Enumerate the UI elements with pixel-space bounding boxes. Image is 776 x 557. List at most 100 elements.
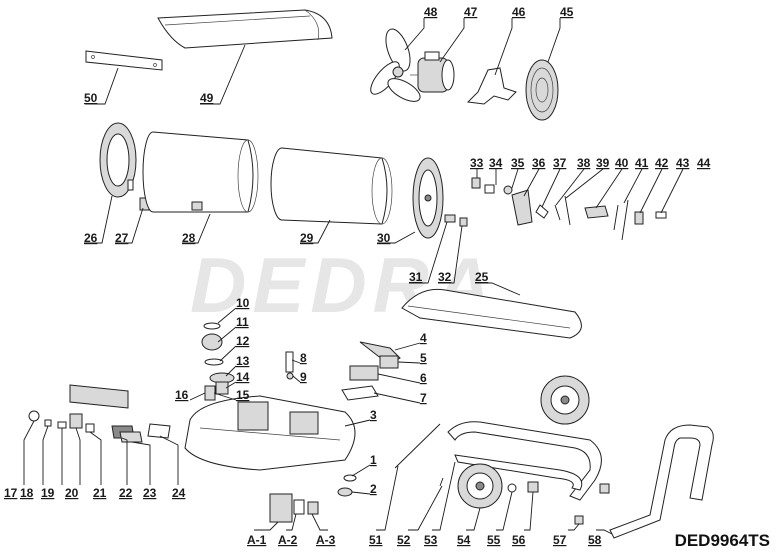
label-39: 39 [596,156,610,170]
part-6 [349,365,379,381]
foot-part [574,515,584,525]
label-25: 25 [475,270,489,284]
part-number-labels: 50 49 48 47 46 45 26 27 28 29 30 31 32 2… [4,5,711,547]
label-46: 46 [512,5,526,19]
part-36 [511,189,533,226]
label-4: 4 [420,331,427,345]
label-11: 11 [236,315,249,329]
label-17: 17 [4,486,18,500]
label-20: 20 [65,486,79,500]
part-33 [471,177,481,189]
part-39 [564,195,571,226]
label-6: 6 [420,371,427,385]
rear-panel-part [99,122,137,198]
label-47: 47 [464,5,478,19]
label-3: 3 [370,408,377,422]
label-40: 40 [615,156,629,170]
label-50: 50 [84,91,98,105]
label-22: 22 [119,486,133,500]
part-16 [204,385,216,401]
part-23 [119,431,143,443]
label-23: 23 [143,486,157,500]
drain-plug-part [337,487,353,497]
label-5: 5 [420,351,427,365]
label-45: 45 [560,5,574,19]
label-13: 13 [236,354,250,368]
part-40 [584,205,609,219]
part-18 [44,419,52,427]
part-38 [554,204,561,221]
filter-part [215,381,229,395]
label-32: 32 [438,270,452,284]
frame-lower-part [454,454,583,491]
pin-part [439,477,444,487]
label-53: 53 [424,533,438,547]
label-43: 43 [676,156,690,170]
cap-nut-part [527,481,539,493]
label-57: 57 [553,533,567,547]
label-41: 41 [635,156,649,170]
label-56: 56 [512,533,526,547]
part-9 [286,372,294,380]
label-27: 27 [115,231,129,245]
part-21 [85,423,95,433]
label-44: 44 [697,156,711,170]
outer-shell-left-part [142,131,259,213]
nozzle-part [444,214,456,223]
label-42: 42 [655,156,669,170]
label-34: 34 [489,156,503,170]
frame-part [447,421,602,501]
fuel-tank-part [184,395,356,471]
label-a3: A-3 [316,533,336,547]
washer-part [507,483,517,493]
label-54: 54 [457,533,471,547]
nozzle-nut-part [459,217,468,227]
label-9: 9 [300,370,307,384]
top-cover-part [157,9,333,49]
label-49: 49 [200,91,214,105]
fan-blade-part [370,28,421,102]
label-14: 14 [236,370,250,384]
label-16: 16 [175,388,189,402]
outer-shell-right-part [270,147,393,225]
lower-housing-part [401,288,582,339]
bracket-plate-part [85,50,163,71]
label-10: 10 [236,296,250,310]
label-21: 21 [93,486,107,500]
label-2: 2 [370,482,377,496]
label-52: 52 [397,533,411,547]
part-43 [634,211,644,225]
circuit-board-part [147,423,171,439]
label-a2: A-2 [278,533,298,547]
label-1: 1 [370,453,377,467]
part-7 [341,385,379,401]
label-35: 35 [511,156,525,170]
label-12: 12 [236,334,250,348]
label-29: 29 [300,231,314,245]
knob-part [28,410,40,422]
gasket-part [203,322,221,330]
part-42 [621,199,629,241]
label-38: 38 [577,156,591,170]
fan-guard-part [525,59,559,121]
part-19 [57,421,67,429]
label-37: 37 [553,156,567,170]
switch-part [269,493,293,523]
part-37 [535,204,549,219]
label-7: 7 [420,391,427,405]
part-8 [285,351,294,373]
control-panel-part [69,384,129,409]
plug-part [307,501,319,515]
label-26: 26 [84,231,98,245]
label-19: 19 [41,486,55,500]
label-31: 31 [409,270,423,284]
leader-lines [23,18,684,535]
model-number: DED9964TS [674,531,770,550]
label-33: 33 [470,156,484,170]
front-plate-part [412,157,444,239]
part-35 [503,185,513,195]
label-8: 8 [300,351,307,365]
part-57-alt [599,483,610,494]
label-18: 18 [20,486,34,500]
